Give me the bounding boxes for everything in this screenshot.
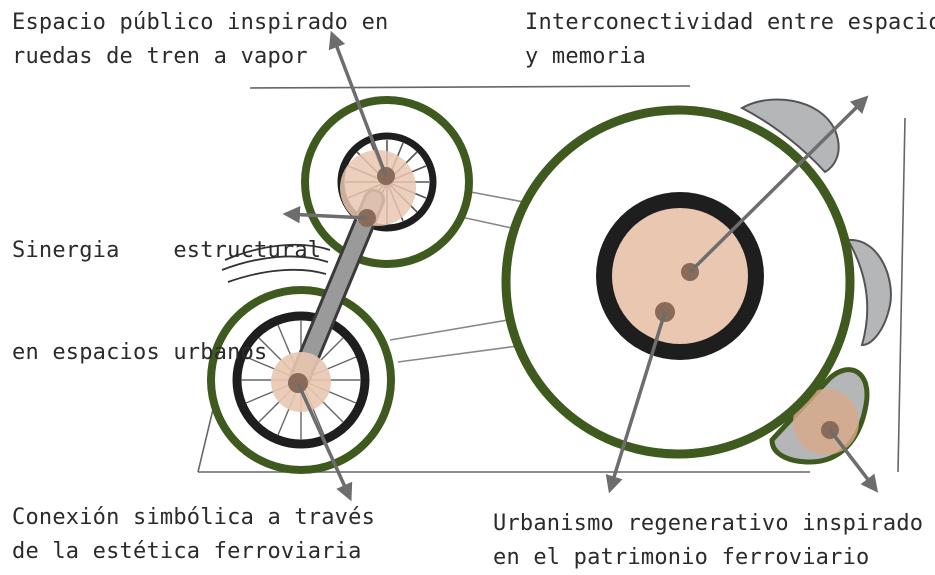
- label-bottom-left-line1: Conexión simbólica a través: [12, 505, 376, 530]
- arrow-bottom-right: [828, 428, 879, 493]
- label-bottom-left: Conexión simbólica a través de la estéti…: [12, 501, 375, 569]
- arrow-center-down: [605, 311, 667, 494]
- label-mid-left: Sinergia estructural en espacios urbanos: [12, 166, 321, 404]
- label-bottom-right-line2: en el patrimonio ferroviario: [493, 545, 870, 570]
- label-top-right-line1: Interconectividad entre espacio: [525, 10, 935, 35]
- label-mid-left-line2: en espacios urbanos: [12, 340, 268, 365]
- arrow-mid-left: [282, 205, 368, 224]
- label-bottom-left-line2: de la estética ferroviaria: [12, 539, 362, 564]
- label-bottom-right-line1: Urbanismo regenerativo inspirado: [493, 511, 924, 536]
- large-wheel: [501, 105, 855, 459]
- label-top-left: Espacio público inspirado en ruedas de t…: [12, 6, 388, 74]
- label-top-left-line1: Espacio público inspirado en: [12, 10, 389, 35]
- arrow-top-right: [688, 95, 869, 274]
- label-top-left-line2: ruedas de tren a vapor: [12, 44, 308, 69]
- label-bottom-right: Urbanismo regenerativo inspirado en el p…: [493, 507, 923, 575]
- arrow-bottom-left: [296, 382, 353, 502]
- arrow-top-left: [328, 30, 388, 177]
- arrows: [282, 30, 879, 502]
- label-top-right: Interconectividad entre espacio y memori…: [525, 6, 935, 74]
- connecting-rod: [289, 189, 385, 389]
- motion-lines: [221, 243, 331, 283]
- label-mid-left-line1: Sinergia estructural: [12, 238, 322, 263]
- label-top-right-line2: y memoria: [525, 44, 647, 69]
